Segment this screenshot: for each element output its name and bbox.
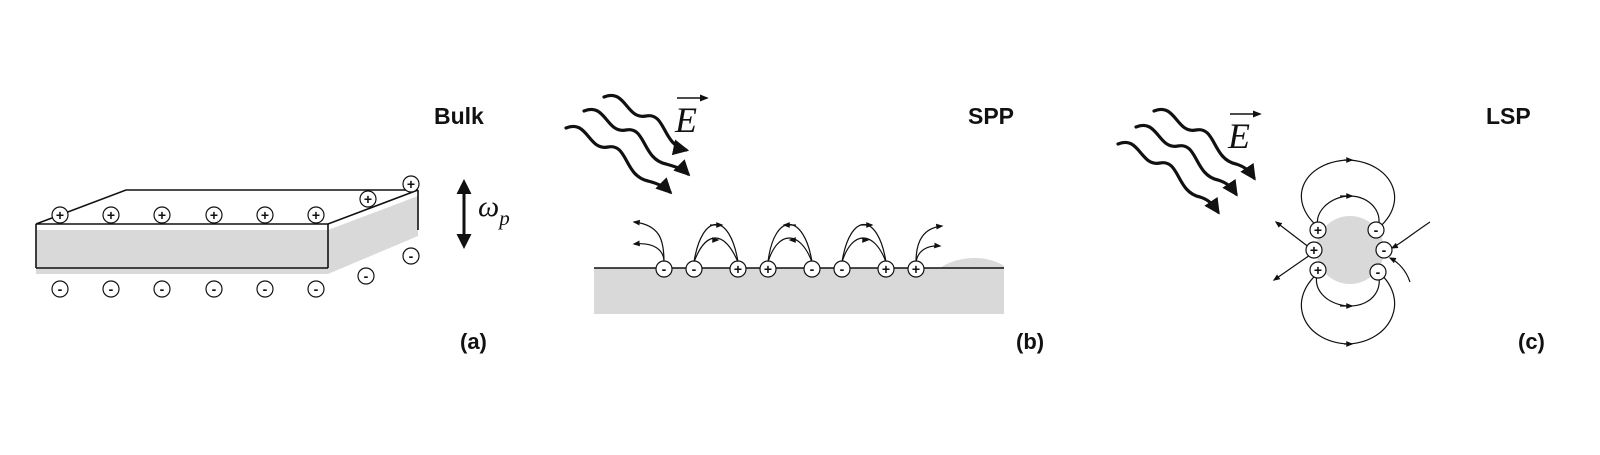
minus-sign: - [212, 281, 217, 297]
bulk-charges: + + + + + + + + - - - - - - - - [51, 175, 420, 298]
minus-sign: - [160, 281, 165, 297]
minus-sign: - [1382, 242, 1387, 258]
electric-field-symbol-lsp: E [1227, 116, 1250, 156]
panel-title-bulk: Bulk [434, 103, 484, 129]
negative-charge [51, 280, 69, 298]
plus-sign: + [107, 207, 115, 223]
minus-sign: - [109, 281, 114, 297]
plus-sign: + [312, 207, 320, 223]
minus-sign: - [409, 248, 414, 264]
negative-charge [256, 280, 274, 298]
positive-charge [153, 206, 171, 224]
positive-charge [729, 260, 747, 278]
negative-charge [357, 267, 375, 285]
minus-sign: - [1376, 264, 1381, 280]
panel-label-b: (b) [1016, 329, 1044, 354]
minus-sign: - [58, 281, 63, 297]
minus-sign: - [263, 281, 268, 297]
negative-charge [803, 260, 821, 278]
minus-sign: - [840, 261, 845, 277]
negative-charge [307, 280, 325, 298]
plus-sign: + [364, 191, 372, 207]
minus-sign: - [314, 281, 319, 297]
minus-sign: - [1374, 222, 1379, 238]
positive-charge [359, 190, 377, 208]
positive-charge [51, 206, 69, 224]
panel-spp: E - - + + - - + + SPP (b) [564, 93, 1044, 354]
lsp-charges: +++--- [1305, 221, 1393, 281]
electric-field-symbol-spp: E [674, 100, 697, 140]
plus-sign: + [261, 207, 269, 223]
panel-bulk: + + + + + + + + - - - - - - - - ωp Bulk (a) [35, 103, 510, 354]
positive-charge [102, 206, 120, 224]
panel-title-spp: SPP [968, 103, 1014, 129]
plus-sign: + [210, 207, 218, 223]
minus-sign: - [662, 261, 667, 277]
positive-charge [759, 260, 777, 278]
panel-label-c: (c) [1518, 329, 1545, 354]
plus-sign: + [912, 261, 920, 277]
negative-charge [102, 280, 120, 298]
positive-charge [1309, 261, 1327, 279]
negative-charge [1375, 241, 1393, 259]
negative-charge [1369, 263, 1387, 281]
panel-lsp: E +++--- LSP (c) [1116, 103, 1545, 354]
plus-sign: + [764, 261, 772, 277]
minus-sign: - [692, 261, 697, 277]
positive-charge [877, 260, 895, 278]
lsp-nanoparticle [1316, 216, 1384, 284]
spp-incident-waves [564, 93, 691, 195]
spp-field-lines [632, 219, 944, 263]
positive-charge [1309, 221, 1327, 239]
panel-title-lsp: LSP [1486, 103, 1531, 129]
positive-charge [256, 206, 274, 224]
positive-charge [907, 260, 925, 278]
plus-sign: + [56, 207, 64, 223]
spp-metal [594, 258, 1004, 314]
minus-sign: - [364, 268, 369, 284]
plus-sign: + [1314, 222, 1322, 238]
positive-charge [205, 206, 223, 224]
negative-charge [1367, 221, 1385, 239]
negative-charge [205, 280, 223, 298]
plus-sign: + [882, 261, 890, 277]
plus-sign: + [734, 261, 742, 277]
spp-charges: - - + + - - + + [655, 260, 925, 278]
minus-sign: - [810, 261, 815, 277]
plus-sign: + [1314, 262, 1322, 278]
lsp-field-lines [1272, 157, 1431, 347]
bulk-slab-shading [36, 196, 418, 274]
plus-sign: + [1310, 242, 1318, 258]
panel-label-a: (a) [460, 329, 487, 354]
negative-charge [685, 260, 703, 278]
lsp-incident-waves [1116, 107, 1256, 215]
positive-charge [402, 175, 420, 193]
positive-charge [1305, 241, 1323, 259]
plus-sign: + [407, 176, 415, 192]
plus-sign: + [158, 207, 166, 223]
negative-charge [655, 260, 673, 278]
plasma-frequency-symbol: ωp [478, 190, 510, 230]
negative-charge [153, 280, 171, 298]
positive-charge [307, 206, 325, 224]
negative-charge [402, 247, 420, 265]
negative-charge [833, 260, 851, 278]
